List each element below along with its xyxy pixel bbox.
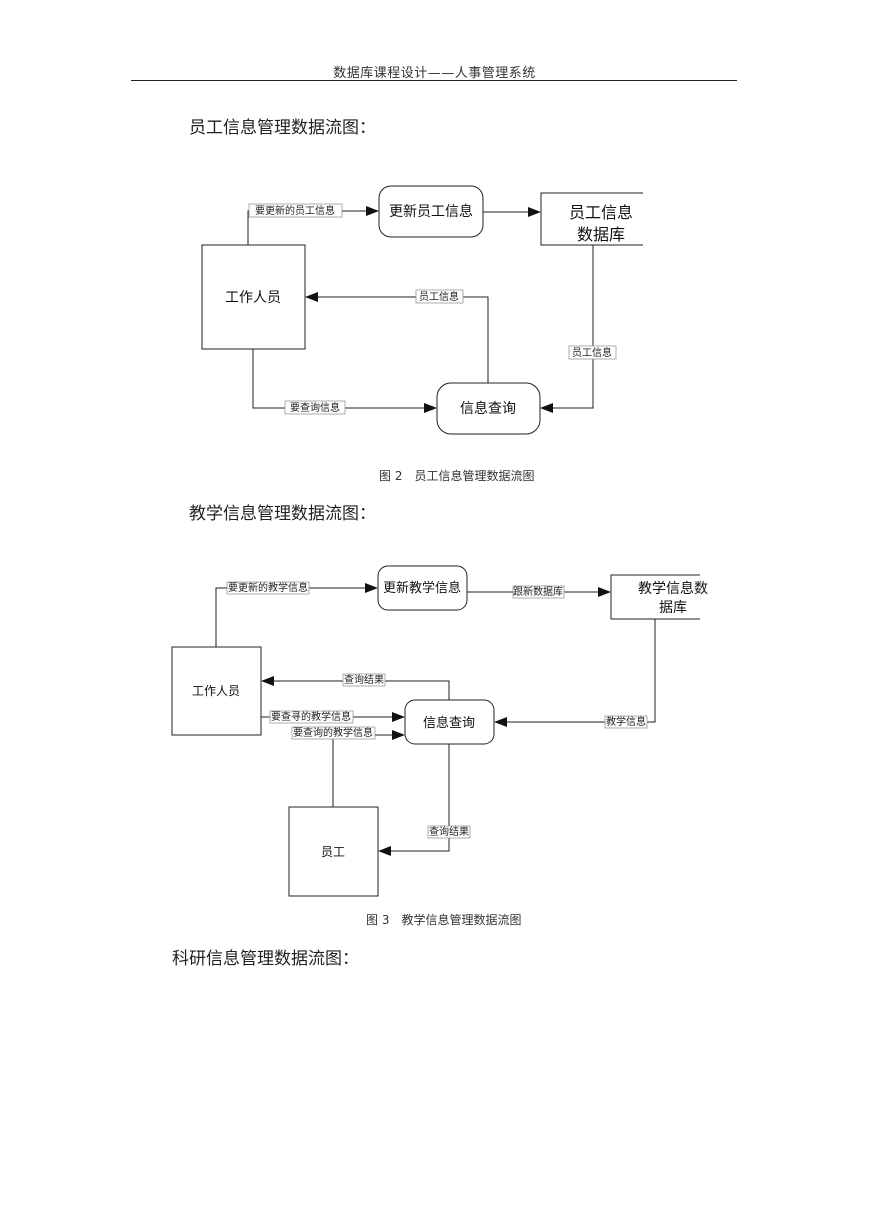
query-process-label: 信息查询 (460, 400, 516, 417)
flow-label-bg (284, 400, 346, 415)
worker-entity (201, 244, 306, 350)
flow-line-staff-query (332, 734, 392, 807)
flow-label-to-update: 要更新的教学信息 (228, 581, 308, 594)
staff-database-store (540, 192, 643, 246)
update-staff-process-label: 更新员工信息 (389, 203, 473, 220)
flow-arrow-staff-query (392, 730, 405, 740)
flow-line-result-to-staff (391, 744, 450, 852)
flow-label-bg (226, 581, 310, 595)
flow-arrow-result-to-staff (378, 846, 391, 856)
page-header-title: 数据库课程设计——人事管理系统 (333, 66, 536, 81)
flow-label-to-worker: 员工信息 (419, 290, 459, 303)
flow-label-bg (291, 726, 376, 740)
figure-caption-2: 图 2 员工信息管理数据流图 (379, 469, 535, 483)
flow-label-worker-query: 要查寻的教学信息 (271, 710, 351, 723)
flow-arrow-db-to-query (494, 717, 507, 727)
flow-line-to-query (252, 349, 424, 409)
figure-caption-3: 图 3 教学信息管理数据流图 (366, 913, 522, 927)
flow-label-bg (512, 585, 565, 599)
flow-label-result-to-worker: 查询结果 (344, 673, 384, 686)
section-heading-staff: 员工信息管理数据流图： (189, 118, 376, 138)
flow-line-db-to-query (553, 245, 594, 409)
flow-label-to-db: 跟新数据库 (513, 585, 563, 598)
flow-label-bg (342, 673, 386, 687)
flow-arrow-to-query (424, 403, 437, 413)
flow-label-to-update: 要更新的员工信息 (255, 204, 335, 217)
flow-arrow-to-update (366, 206, 379, 216)
flow-arrow-to-update (365, 583, 378, 593)
flow-line-to-update (215, 587, 366, 647)
flow-arrow-db-to-query (540, 403, 553, 413)
flow-label-bg (604, 715, 648, 729)
flow-label-bg (415, 289, 464, 304)
flow-line-db-to-query (507, 619, 656, 723)
flow-label-bg (248, 203, 343, 218)
section-heading-teaching: 教学信息管理数据流图： (189, 504, 376, 524)
flow-arrow-to-worker (305, 292, 318, 302)
worker-entity (171, 646, 262, 736)
flow-label-bg (568, 345, 617, 360)
header-divider (131, 80, 737, 81)
flow-label-bg (269, 710, 354, 724)
flow-label-to-query: 要查询信息 (290, 401, 340, 414)
flow-label-result-to-staff: 查询结果 (429, 825, 469, 838)
update-teaching-process-label: 更新教学信息 (383, 580, 461, 596)
worker-entity-label: 工作人员 (192, 684, 240, 698)
flow-arrow-result-to-worker (261, 676, 274, 686)
flow-line-result-to-worker (274, 680, 450, 700)
worker-entity-label: 工作人员 (225, 290, 281, 306)
section-heading-research: 科研信息管理数据流图： (172, 949, 359, 969)
staff-database-label-line1: 员工信息 (569, 203, 633, 222)
flow-label-staff-query: 要查询的教学信息 (293, 726, 373, 739)
staff-database-label-line2: 数据库 (577, 225, 625, 244)
staff-entity (288, 806, 379, 897)
teaching-database-label-line2: 据库 (659, 600, 687, 616)
flow-label-bg (427, 825, 471, 839)
flow-label-db-to-query: 教学信息 (606, 715, 646, 728)
staff-entity-label: 员工 (321, 845, 345, 859)
flow-label-db-to-query: 员工信息 (572, 346, 612, 359)
flow-arrow-worker-query (392, 712, 405, 722)
flow-arrow-to-db (528, 207, 541, 217)
teaching-database-label-line1: 教学信息数 (638, 580, 708, 597)
query-process-label: 信息查询 (423, 715, 475, 731)
flow-arrow-to-db (598, 587, 611, 597)
flow-line-to-worker (318, 296, 489, 383)
